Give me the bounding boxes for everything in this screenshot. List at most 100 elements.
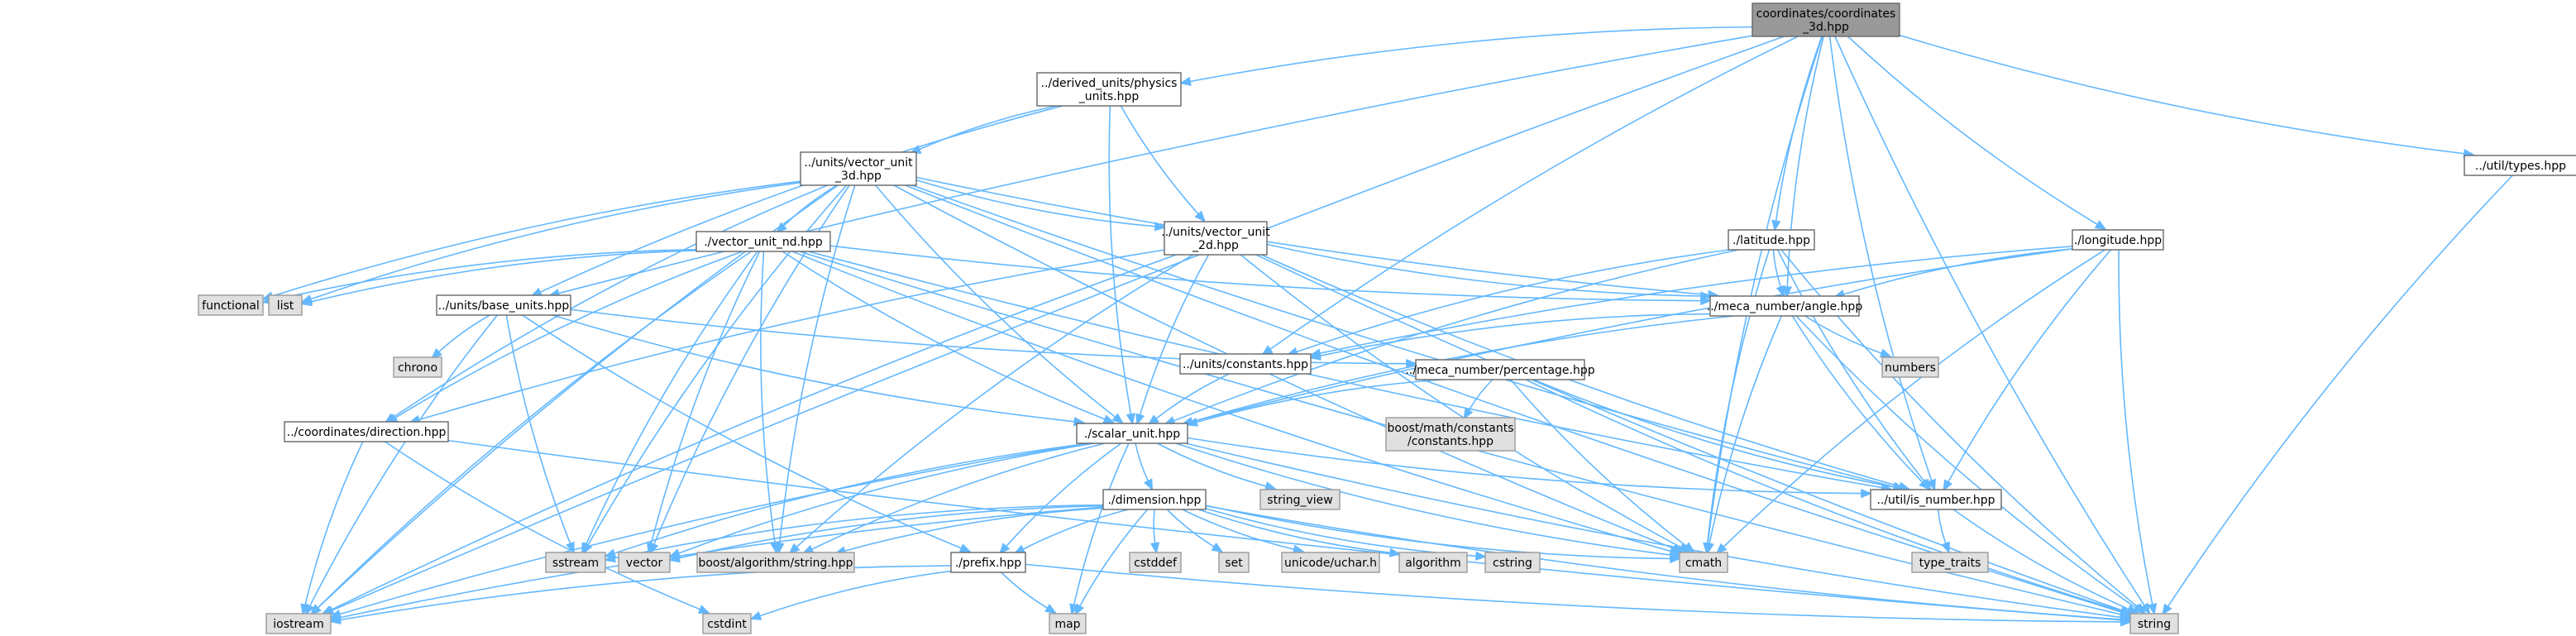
edge-arrowhead (2162, 603, 2172, 616)
node-label: vector (626, 557, 663, 570)
edge-line (1296, 249, 1730, 353)
edge-angle-to-numbers (1804, 315, 1892, 358)
node-box (950, 552, 1026, 573)
node-prefix[interactable]: ./prefix.hpp (950, 552, 1026, 573)
edge-line (310, 249, 697, 303)
node-box (1102, 489, 1207, 510)
node-vecnd[interactable]: ./vector_unit_nd.hpp (695, 231, 831, 252)
edge-arrowhead (1463, 407, 1474, 420)
edge-arrowhead (300, 297, 313, 307)
edge-baseunits-to-prefix (522, 314, 972, 552)
node-baseunits[interactable]: ../units/base_units.hpp (436, 294, 571, 316)
node-label: ./vector_unit_nd.hpp (704, 236, 823, 249)
edge-line (1185, 442, 2122, 619)
node-label: ../derived_units/physics (1041, 77, 1178, 90)
node-angle[interactable]: ../meca_number/angle.hpp (1707, 295, 1863, 317)
edge-line (1108, 105, 1132, 415)
node-direction[interactable]: ../coordinates/direction.hpp (284, 421, 449, 442)
edge-line (1266, 243, 1702, 297)
edge-coord3d-to-string (1834, 36, 2151, 615)
edge-arrowhead (1919, 478, 1930, 490)
node-box (1129, 552, 1182, 573)
edge-line (778, 184, 856, 544)
edge-arrowhead (2126, 605, 2139, 614)
edge-baseunits-to-chrono (430, 314, 490, 360)
edge-line (1804, 315, 1882, 354)
node-coord3d[interactable]: coordinates/coordinates_3d.hpp (1752, 2, 1900, 37)
edge-line (1187, 437, 1862, 495)
node-vec3d[interactable]: ../units/vector_unit_3d.hpp (800, 151, 917, 186)
node-scalar[interactable]: ./scalar_unit.hpp (1076, 423, 1188, 444)
edge-line (271, 248, 697, 301)
node-uchar: unicode/uchar.h (1281, 552, 1380, 573)
edge-line (552, 314, 1075, 423)
node-label: string (2138, 618, 2171, 631)
edge-line (1525, 379, 2122, 612)
node-cstdint: cstdint (702, 613, 752, 634)
node-label: ../units/base_units.hpp (438, 299, 570, 313)
edge-line (271, 180, 801, 297)
edge-line (678, 504, 1104, 559)
edge-line (1197, 509, 1391, 554)
edge-line (585, 251, 758, 545)
edge-coord3d-to-latitude (1771, 36, 1823, 232)
node-physunits[interactable]: ../derived_units/physics_units.hpp (1036, 72, 1182, 107)
edge-vec3d-to-vec2d (915, 179, 1167, 232)
node-list: list (268, 294, 303, 316)
edge-scalar-to-string (1185, 442, 2133, 623)
edge-scalar-to-iostream (329, 442, 1089, 619)
edge-line (317, 251, 752, 609)
node-label: ../units/vector_unit (804, 156, 913, 170)
node-label: numbers (1885, 361, 1936, 375)
edge-line (394, 251, 743, 418)
edge-arrowhead (1102, 414, 1116, 423)
edge-arrowhead (1775, 285, 1785, 298)
edge-arrowhead (788, 543, 801, 555)
edge-arrowhead (1194, 210, 1206, 222)
node-longitude[interactable]: ./longitude.hpp (2072, 229, 2164, 251)
edge-latitude-to-scalar (1163, 249, 1739, 425)
node-cstddef: cstddef (1129, 552, 1182, 573)
node-percentage[interactable]: ../meca_number/percentage.hpp (1405, 359, 1595, 380)
node-box (1259, 489, 1341, 510)
edge-line (308, 314, 498, 607)
edge-prefix-to-iostream (329, 565, 952, 625)
edge-arrowhead (1406, 358, 1418, 369)
node-label: coordinates/coordinates (1756, 7, 1896, 21)
edge-arrowhead (1879, 348, 1892, 358)
edge-line (1166, 509, 1215, 548)
edge-latitude-to-angle (1772, 249, 1785, 298)
node-box (1709, 295, 1860, 317)
edge-line (1139, 254, 1210, 416)
edge-scalar-to-isnumber (1187, 437, 1873, 499)
node-box (265, 613, 332, 634)
node-vec2d[interactable]: ../units/vector_unit_2d.hpp (1161, 221, 1270, 256)
edge-prefix-to-string (1025, 563, 2133, 627)
edge-arrowhead (1943, 479, 1953, 492)
edge-longitude-to-cmath (1715, 249, 2106, 555)
edge-arrowhead (1143, 478, 1154, 491)
edge-arrowhead (1044, 603, 1057, 614)
edge-vecnd-to-sstream (581, 251, 758, 555)
edge-arrowhead (1474, 551, 1488, 561)
node-types[interactable]: ../util/types.hpp (2464, 155, 2576, 176)
edge-vecnd-to-scalar (781, 251, 1116, 423)
edge-dimension-to-map (1074, 509, 1149, 616)
node-constants[interactable]: ../units/constants.hpp (1179, 353, 1312, 375)
node-dimension[interactable]: ./dimension.hpp (1102, 489, 1207, 510)
edge-line (304, 441, 364, 605)
edge-line (875, 184, 1116, 418)
edge-line (781, 251, 1106, 420)
node-latitude[interactable]: ./latitude.hpp (1728, 229, 1815, 251)
node-box (2072, 229, 2164, 251)
edge-line (339, 565, 952, 621)
node-label: string_view (1267, 494, 1332, 507)
edge-physunits-to-vec2d (1120, 105, 1206, 222)
edge-arrowhead (2140, 602, 2151, 615)
node-isnumber[interactable]: ../util/is_number.hpp (1870, 489, 2002, 510)
edge-arrowhead (1782, 286, 1793, 299)
edge-line (919, 105, 1058, 151)
node-box (1679, 552, 1728, 573)
edge-line (1709, 315, 1782, 544)
edge-arrowhead (1211, 542, 1224, 553)
